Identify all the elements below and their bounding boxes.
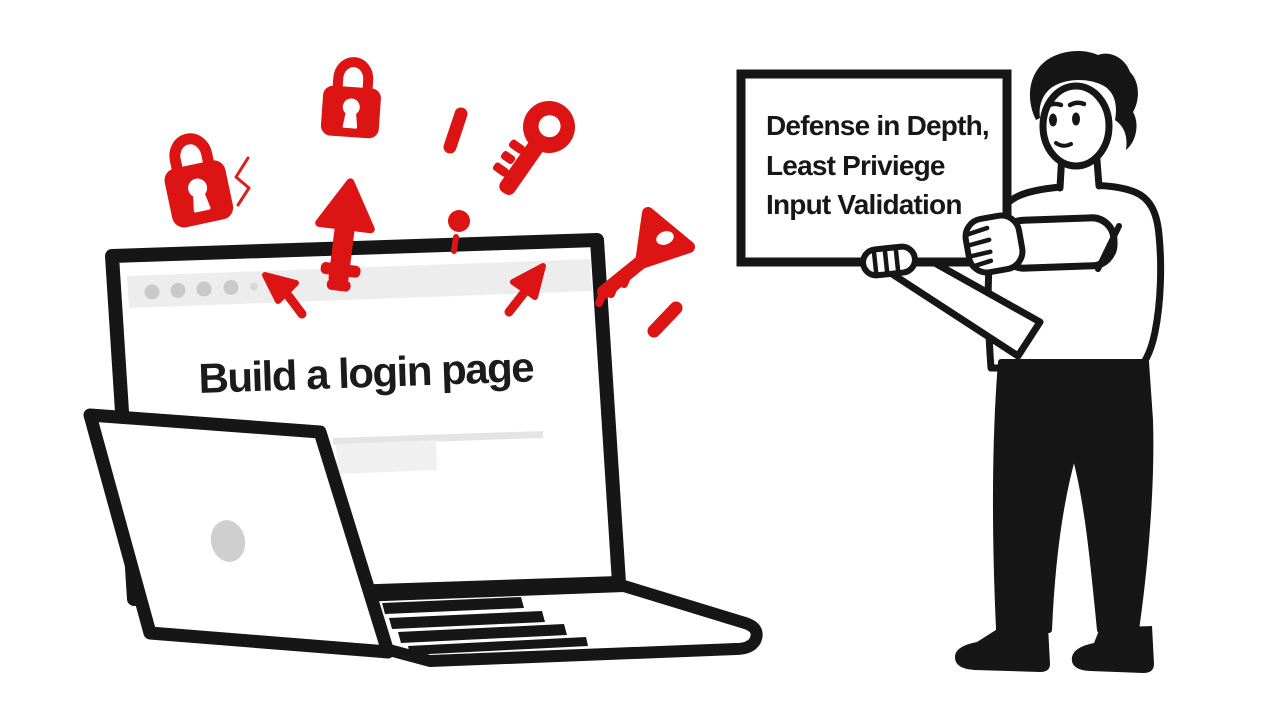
toolbar-dot-icon xyxy=(196,281,212,297)
security-icons xyxy=(164,57,695,338)
person-elbow-crease xyxy=(1095,223,1122,272)
key-row xyxy=(382,597,524,614)
key-row xyxy=(389,611,545,629)
sign-board: Defense in Depth, Least Priviege Input V… xyxy=(736,69,1012,267)
person-head xyxy=(1029,51,1138,192)
person: Defense in Depth, Least Priviege Input V… xyxy=(736,51,1165,673)
zigzag-spark-icon xyxy=(234,156,251,207)
person-shoe xyxy=(954,626,1050,672)
round-key-icon xyxy=(492,101,575,195)
key-row xyxy=(408,637,588,655)
laptop-base xyxy=(349,580,763,667)
person-hand-left xyxy=(860,243,918,279)
laptop-lid xyxy=(83,408,395,659)
browser-toolbar xyxy=(127,259,592,308)
person-hand-right xyxy=(962,212,1026,276)
padlock-icon xyxy=(164,133,234,228)
cursor-arrow-icon xyxy=(262,272,307,319)
toolbar-dot-icon xyxy=(223,280,239,295)
toolbar-dot-icon xyxy=(170,283,186,298)
exclamation-slash-icon xyxy=(443,107,468,154)
up-arrow-key-icon xyxy=(315,178,375,292)
placeholder-block xyxy=(336,440,437,474)
padlock-icon xyxy=(320,57,381,139)
key-row xyxy=(398,624,567,643)
toolbar-small-dot-icon xyxy=(250,282,258,291)
pin-dot-icon xyxy=(448,210,470,254)
person-eyebrow xyxy=(1043,101,1064,110)
keyboard-rows xyxy=(382,597,588,655)
browser-toolbar-dots xyxy=(144,280,258,300)
person-eye xyxy=(1072,112,1080,126)
person-eye xyxy=(1049,113,1057,127)
screen-title: Build a login page xyxy=(198,343,534,402)
sign-panel xyxy=(736,69,1012,267)
sign-line-3: Input Validation xyxy=(766,189,962,220)
cursor-arrow-icon xyxy=(504,263,546,317)
toolbar-dot-icon xyxy=(144,284,160,300)
person-pants xyxy=(992,359,1154,633)
exclamation-slash-icon xyxy=(647,301,683,338)
person-hair xyxy=(1029,51,1138,150)
sign-line-1: Defense in Depth, xyxy=(766,110,989,141)
person-smile xyxy=(1054,141,1073,148)
placeholder-line xyxy=(333,431,543,445)
person-shoe xyxy=(1071,626,1154,673)
person-legs xyxy=(954,359,1154,673)
triangle-key-icon xyxy=(595,207,695,307)
laptop-logo-icon xyxy=(210,520,246,562)
person-eyebrow xyxy=(1067,100,1087,108)
sign-line-2: Least Priviege xyxy=(766,150,945,181)
